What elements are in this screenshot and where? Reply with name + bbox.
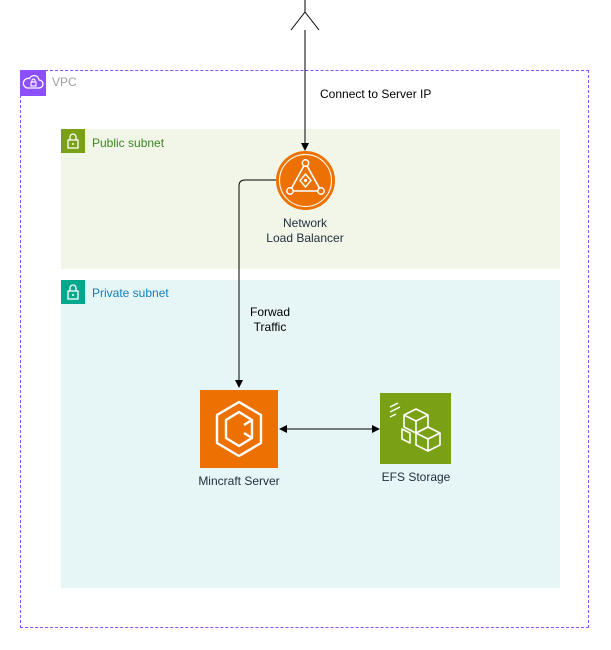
efs-storage-icon [380,393,451,464]
private-subnet-label: Private subnet [92,286,169,300]
padlock-icon [61,129,85,153]
forward-edge-label-line2: Traffic [253,320,287,334]
nlb-label: Network Load Balancer [245,216,365,246]
forward-edge-label-line1: Forwad [249,305,290,319]
forward-edge [235,179,276,388]
ecs-container-icon [200,390,278,468]
private-subnet-group [61,280,560,588]
network-load-balancer-icon [276,151,335,210]
server-label: Mincraft Server [198,474,280,488]
user-actor-icon [290,0,320,31]
padlock-icon [61,280,85,304]
forward-edge-label: Forwad Traffic [240,305,300,335]
vpc-cloud-lock-icon [20,70,46,96]
nlb-label-line1: Network [282,216,327,230]
nlb-label-line2: Load Balancer [266,231,344,245]
storage-label: EFS Storage [381,470,451,484]
vpc-label: VPC [52,75,77,89]
public-subnet-label: Public subnet [92,136,165,150]
connect-edge-label: Connect to Server IP [320,87,432,101]
